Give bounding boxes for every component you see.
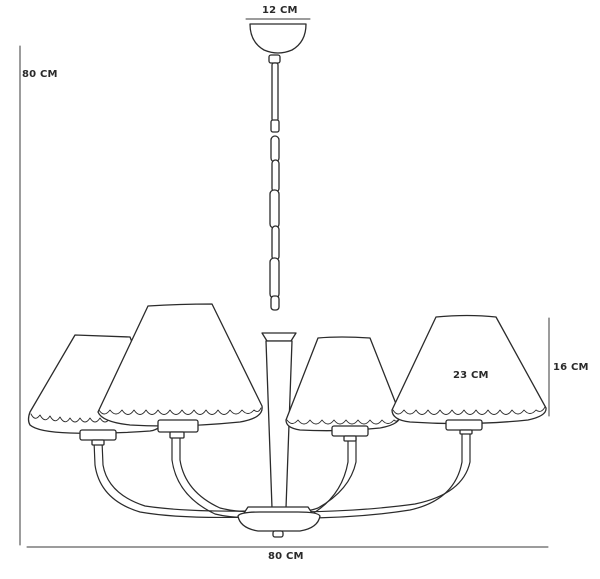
lamp-shade-outer-right <box>391 314 547 425</box>
suspension-rod <box>271 62 279 122</box>
total-height-label: 80 CM <box>22 69 58 80</box>
arm-inner-right <box>279 437 349 519</box>
arm-inner-left-inner <box>179 436 263 513</box>
socket-neck-outer-left <box>91 439 105 446</box>
chain-link <box>271 225 280 261</box>
chain-link <box>269 189 280 229</box>
socket-neck-inner-left <box>169 431 185 439</box>
shade-width-label: 23 CM <box>453 370 489 381</box>
canopy-stem <box>268 54 281 64</box>
center-base-bowl <box>237 511 321 532</box>
rod-coupler <box>270 119 280 133</box>
arm-outer-right-inner <box>299 431 471 513</box>
shade-height-label: 16 CM <box>553 362 589 373</box>
chain-link <box>270 135 280 163</box>
chain-link <box>269 257 280 299</box>
socket-neck-outer-right <box>459 429 473 435</box>
total-width-label: 80 CM <box>268 551 304 562</box>
lamp-shade-inner-right <box>285 336 401 432</box>
chain-link <box>271 159 280 193</box>
socket-cup-outer-left <box>79 429 117 441</box>
center-finial <box>272 530 284 538</box>
chain <box>269 135 280 311</box>
socket-neck-inner-right <box>343 435 357 442</box>
chain-link <box>270 295 280 311</box>
socket-cup-outer-right <box>445 419 483 431</box>
ceiling-canopy <box>249 23 307 54</box>
arm-outer-right <box>299 431 463 519</box>
column-cap <box>261 332 297 342</box>
canopy-width-label: 12 CM <box>262 5 298 16</box>
socket-cup-inner-left <box>157 419 199 433</box>
socket-cup-inner-right <box>331 425 369 437</box>
arm-outer-left <box>93 440 251 519</box>
arm-outer-left-inner <box>101 440 251 512</box>
lamp-shade-inner-left <box>97 303 263 427</box>
